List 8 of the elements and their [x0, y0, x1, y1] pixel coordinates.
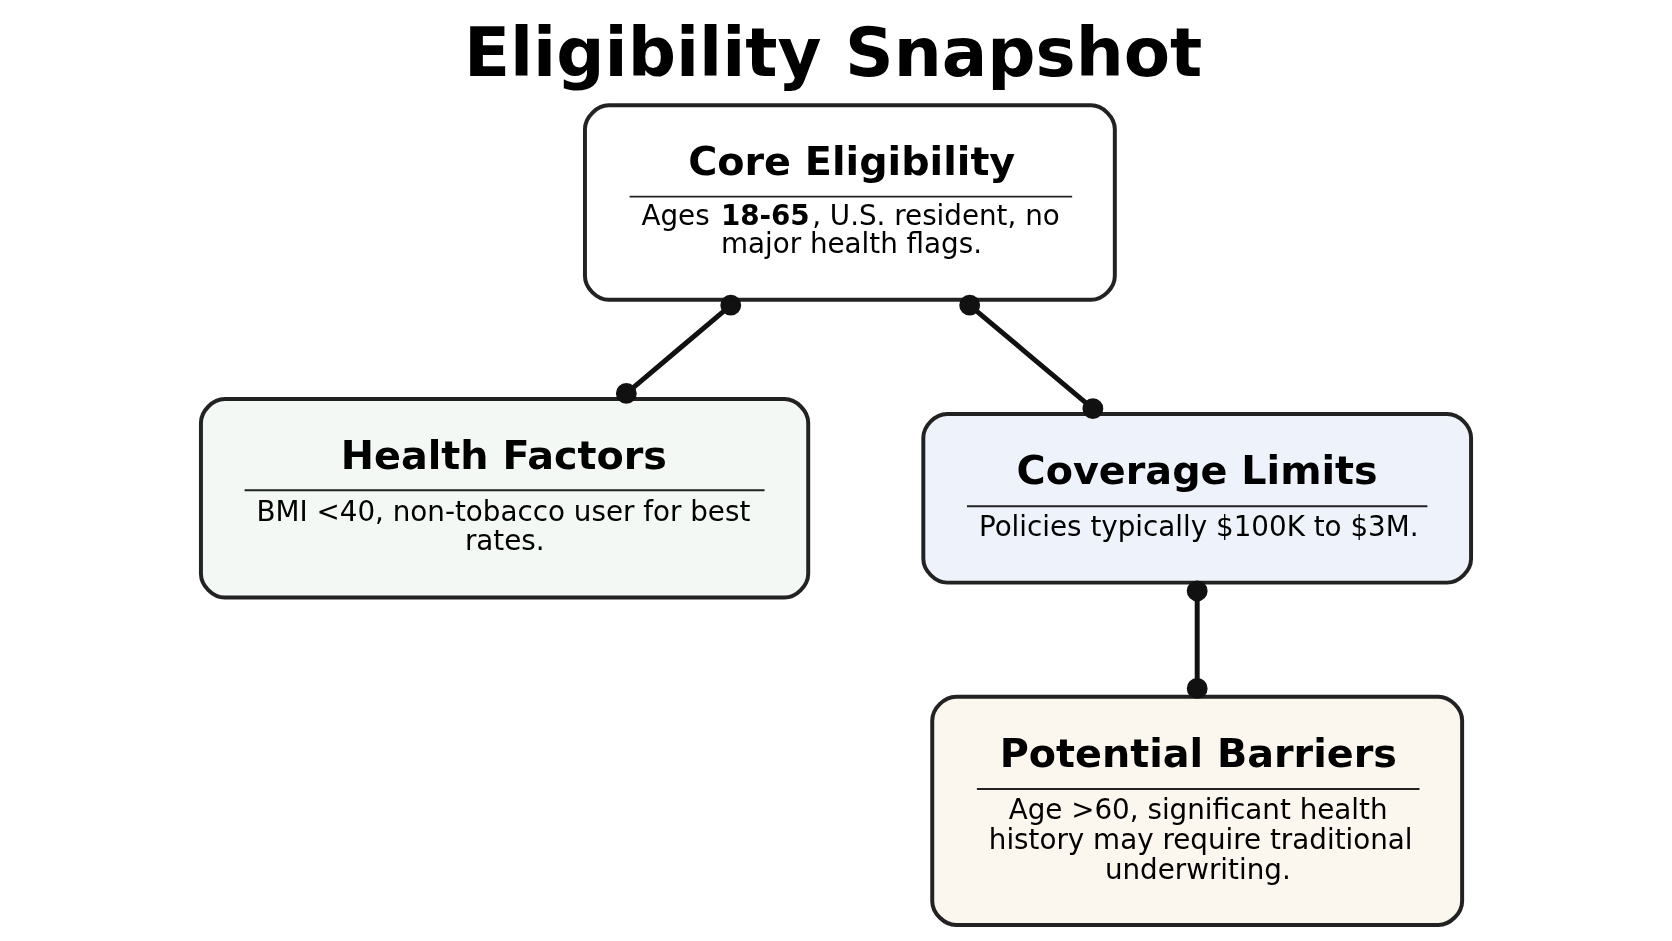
node-box: Coverage Limits Policies typically $100K to $3M.: [921, 411, 1474, 585]
node-box: Health Factors BMI <40, non-tobacco user for best rates.: [198, 397, 811, 600]
node-box: Core Eligibility Ages 18-65, U.S. resident, no major health flags.: [582, 103, 1117, 302]
node-box: Potential Barriers Age >60, significant health history may require traditional underwriting.: [930, 694, 1465, 927]
connector: [1186, 580, 1208, 699]
connector: [615, 294, 742, 404]
connector: [959, 294, 1104, 420]
diagram-title: Eligibility Snapshot: [463, 12, 1203, 92]
